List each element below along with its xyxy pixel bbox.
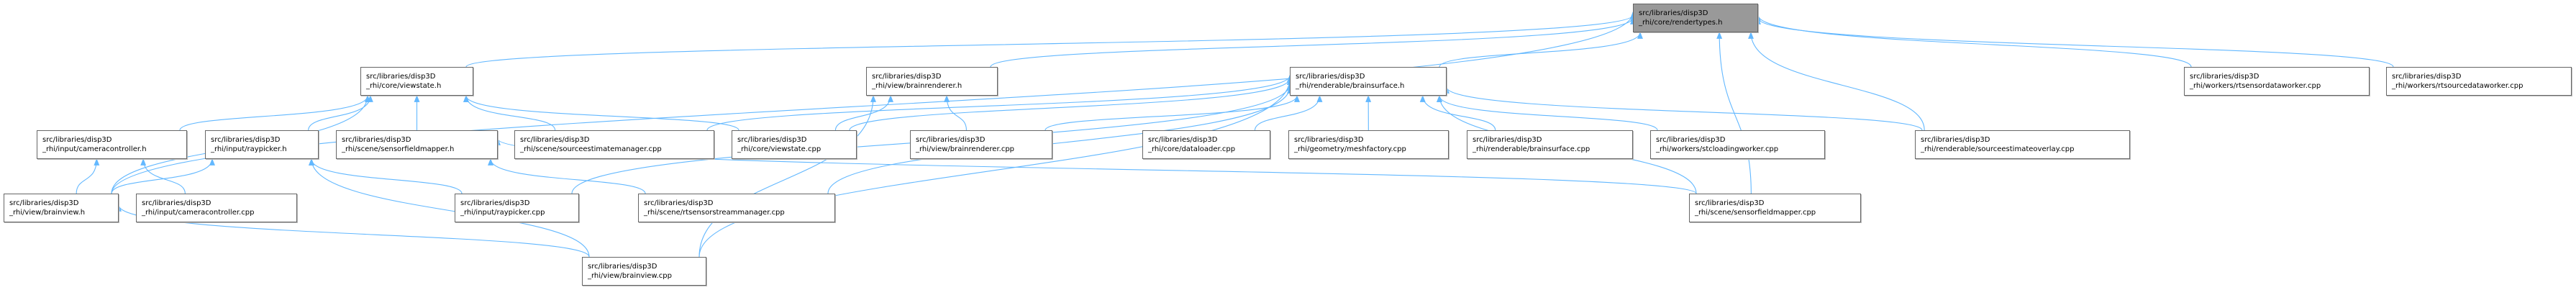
node-label-line2: _rhi/view/brainrenderer.h xyxy=(872,82,962,90)
edge-sensorfieldmapper-cpp-to-rendertypes-h xyxy=(1716,32,1752,194)
node-sourceestimateoverlay-cpp[interactable]: src/libraries/disp3D_rhi/renderable/sour… xyxy=(1915,130,2130,159)
edge-dataloader-cpp-to-brainsurface-h xyxy=(1254,95,1323,131)
edge-raypicker-h-to-viewstate-h xyxy=(308,95,373,131)
node-label-line1: src/libraries/disp3D xyxy=(1921,136,1990,144)
node-label-line1: src/libraries/disp3D xyxy=(1656,136,1726,144)
node-label-line1: src/libraries/disp3D xyxy=(644,199,714,207)
edge-rtsensordataworker-cpp-to-rendertypes-h xyxy=(1755,14,2192,68)
edge-sourceestimatemanager-cpp-to-viewstate-h xyxy=(463,95,556,131)
node-label-line2: _rhi/core/dataloader.cpp xyxy=(1148,145,1236,153)
node-rtsourcedataworker-cpp[interactable]: src/libraries/disp3D_rhi/workers/rtsourc… xyxy=(2386,67,2572,96)
edge-rtsensorstreammanager-cpp-to-brainsurface-h xyxy=(827,86,1293,194)
node-rtsensordataworker-cpp[interactable]: src/libraries/disp3D_rhi/workers/rtsenso… xyxy=(2184,67,2370,96)
node-raypicker-h[interactable]: src/libraries/disp3D_rhi/input/raypicker… xyxy=(205,130,319,159)
node-sensorfieldmapper-h[interactable]: src/libraries/disp3D_rhi/scene/sensorfie… xyxy=(336,130,498,159)
node-label-line2: _rhi/scene/sourceestimatemanager.cpp xyxy=(520,145,662,153)
node-brainview-h[interactable]: src/libraries/disp3D _rhi/view/brainview.… xyxy=(4,194,119,222)
edge-rtsourcedataworker-cpp-to-rendertypes-h xyxy=(1755,17,2394,68)
node-label-line2: _rhi/input/cameracontroller.cpp xyxy=(142,209,255,217)
node-label-line2: _rhi/workers/rtsensordataworker.cpp xyxy=(2190,82,2321,90)
edge-brainrenderer-h-to-rendertypes-h xyxy=(990,17,1636,68)
node-label-line1: src/libraries/disp3D xyxy=(366,73,436,81)
node-label-line1: src/libraries/disp3D xyxy=(872,73,942,81)
node-label-line2: _rhi/core/viewstate.h xyxy=(366,82,442,90)
node-label-line2: _rhi/scene/sensorfieldmapper.cpp xyxy=(1695,209,1816,217)
node-cameracontroller-cpp[interactable]: src/libraries/disp3D _rhi/input/cameracon… xyxy=(136,194,297,222)
node-sensorfieldmapper-cpp[interactable]: src/libraries/disp3D _rhi/scene/sensorfie… xyxy=(1689,194,1861,222)
node-brainrenderer-h[interactable]: src/libraries/disp3D_rhi/view/brainrende… xyxy=(866,67,998,96)
edge-viewstate-cpp-to-brainsurface-h xyxy=(849,78,1293,131)
edge-brainview-cpp-to-brainsurface-h xyxy=(698,78,1293,258)
node-label-line2: _rhi/view/brainrenderer.cpp xyxy=(916,145,1015,153)
edge-brainview-h-to-raypicker-h xyxy=(111,158,215,194)
edge-stcloadingworker-cpp-to-brainsurface-h xyxy=(1437,95,1658,131)
node-dataloader-cpp[interactable]: src/libraries/disp3D_rhi/core/dataloader… xyxy=(1142,130,1270,159)
node-label-line1: src/libraries/disp3D xyxy=(42,136,112,144)
node-label-line2: _rhi/input/raypicker.cpp xyxy=(460,209,545,217)
node-label-line1: src/libraries/disp3D xyxy=(737,136,807,144)
node-label-line2: _rhi/renderable/brainsurface.cpp xyxy=(1473,145,1590,153)
node-label-line1: src/libraries/disp3D xyxy=(916,136,986,144)
edge-brainrenderer-cpp-to-brainsurface-h xyxy=(1044,95,1300,131)
node-cameracontroller-h[interactable]: src/libraries/disp3D_rhi/input/cameracon… xyxy=(37,130,187,159)
edge-rtsensorstreammanager-cpp-to-sensorfieldmapper-h xyxy=(488,158,646,194)
node-label-line2: _rhi/workers/rtsourcedataworker.cpp xyxy=(2392,82,2523,90)
edge-raypicker-cpp-to-raypicker-h xyxy=(309,158,463,194)
node-label-line2: _rhi/geometry/meshfactory.cpp xyxy=(1294,145,1406,153)
node-label-line2: _rhi/input/raypicker.h xyxy=(211,145,287,153)
edge-brainview-cpp-to-brainrenderer-h xyxy=(698,95,876,258)
node-label-line1: src/libraries/disp3D xyxy=(460,199,530,207)
node-label-line2: _rhi/core/viewstate.cpp xyxy=(737,145,822,153)
node-label-line1: src/libraries/disp3D xyxy=(9,199,79,207)
node-stcloadingworker-cpp[interactable]: src/libraries/disp3D_rhi/workers/stcload… xyxy=(1650,130,1825,159)
edge-brainview-cpp-to-raypicker-h xyxy=(309,158,590,258)
node-label-line2: _rhi/view/brainview.cpp xyxy=(588,272,673,280)
edge-sourceestimateoverlay-cpp-to-brainsurface-h xyxy=(1444,86,1923,131)
node-label-line2: _rhi/input/cameracontroller.h xyxy=(42,145,147,153)
node-brainview-cpp[interactable]: src/libraries/disp3D_rhi/view/brainview.… xyxy=(582,257,706,286)
node-sourceestimatemanager-cpp[interactable]: src/libraries/disp3D_rhi/scene/sourceest… xyxy=(514,130,714,159)
node-brainrenderer-cpp[interactable]: src/libraries/disp3D_rhi/view/brainrende… xyxy=(910,130,1052,159)
node-brainsurface-cpp[interactable]: src/libraries/disp3D_rhi/renderable/brai… xyxy=(1467,130,1633,159)
node-label-line1: src/libraries/disp3D xyxy=(588,263,657,271)
node-label-line1: src/libraries/disp3D xyxy=(1296,73,1365,81)
node-label-line1: src/libraries/disp3D xyxy=(1695,199,1765,207)
edge-brainsurface-cpp-to-brainsurface-h xyxy=(1419,95,1496,131)
node-label-line1: src/libraries/disp3D xyxy=(1639,9,1708,17)
node-viewstate-h[interactable]: src/libraries/disp3D_rhi/core/viewstate.… xyxy=(360,67,473,96)
node-rtsensorstreammanager-cpp[interactable]: src/libraries/disp3D _rhi/scene/rtsensors… xyxy=(638,194,835,222)
edge-viewstate-cpp-to-viewstate-h xyxy=(463,95,739,131)
node-label-line2: _rhi/view/brainview.h xyxy=(9,209,86,217)
node-rendertypes-h[interactable]: src/libraries/disp3D _rhi/core/rendertype… xyxy=(1633,4,1758,32)
node-brainsurface-h[interactable]: src/libraries/disp3D_rhi/renderable/brai… xyxy=(1290,67,1447,96)
edge-brainview-h-to-rendertypes-h xyxy=(111,12,1636,194)
node-label-line1: src/libraries/disp3D xyxy=(1148,136,1218,144)
node-label-line1: src/libraries/disp3D xyxy=(1473,136,1542,144)
node-label-line1: src/libraries/disp3D xyxy=(211,136,281,144)
edge-viewstate-cpp-to-brainrenderer-h xyxy=(834,95,893,131)
edge-sourceestimatemanager-cpp-to-brainsurface-h xyxy=(706,75,1293,131)
node-label-line1: src/libraries/disp3D xyxy=(1294,136,1364,144)
node-label-line1: src/libraries/disp3D xyxy=(2190,73,2259,81)
node-label-line2: _rhi/renderable/sourceestimateoverlay.cp… xyxy=(1921,145,2075,153)
node-label-line1: src/libraries/disp3D xyxy=(2392,73,2462,81)
node-meshfactory-cpp[interactable]: src/libraries/disp3D_rhi/geometry/meshfa… xyxy=(1288,130,1449,159)
node-label-line2: _rhi/core/rendertypes.h xyxy=(1639,19,1723,27)
node-label-line2: _rhi/workers/stcloadingworker.cpp xyxy=(1656,145,1779,153)
node-label-line2: _rhi/scene/rtsensorstreammanager.cpp xyxy=(644,209,785,217)
node-label-line1: src/libraries/disp3D xyxy=(520,136,590,144)
edge-brainsurface-h-to-rendertypes-h xyxy=(1439,32,1643,68)
node-label-line1: src/libraries/disp3D xyxy=(342,136,411,144)
node-viewstate-cpp[interactable]: src/libraries/disp3D_rhi/core/viewstate.… xyxy=(732,130,857,159)
node-raypicker-cpp[interactable]: src/libraries/disp3D _rhi/input/raypicker… xyxy=(455,194,579,222)
edge-brainview-h-to-cameracontroller-h xyxy=(76,158,100,194)
edge-cameracontroller-h-to-viewstate-h xyxy=(179,95,370,131)
edge-sourceestimateoverlay-cpp-to-rendertypes-h xyxy=(1748,32,1925,131)
node-label-line2: _rhi/scene/sensorfieldmapper.h xyxy=(342,145,455,153)
edge-brainrenderer-cpp-to-brainrenderer-h xyxy=(944,95,967,131)
node-label-line2: _rhi/renderable/brainsurface.h xyxy=(1296,82,1405,90)
edge-viewstate-h-to-rendertypes-h xyxy=(465,14,1636,68)
node-label-line1: src/libraries/disp3D xyxy=(142,199,211,207)
